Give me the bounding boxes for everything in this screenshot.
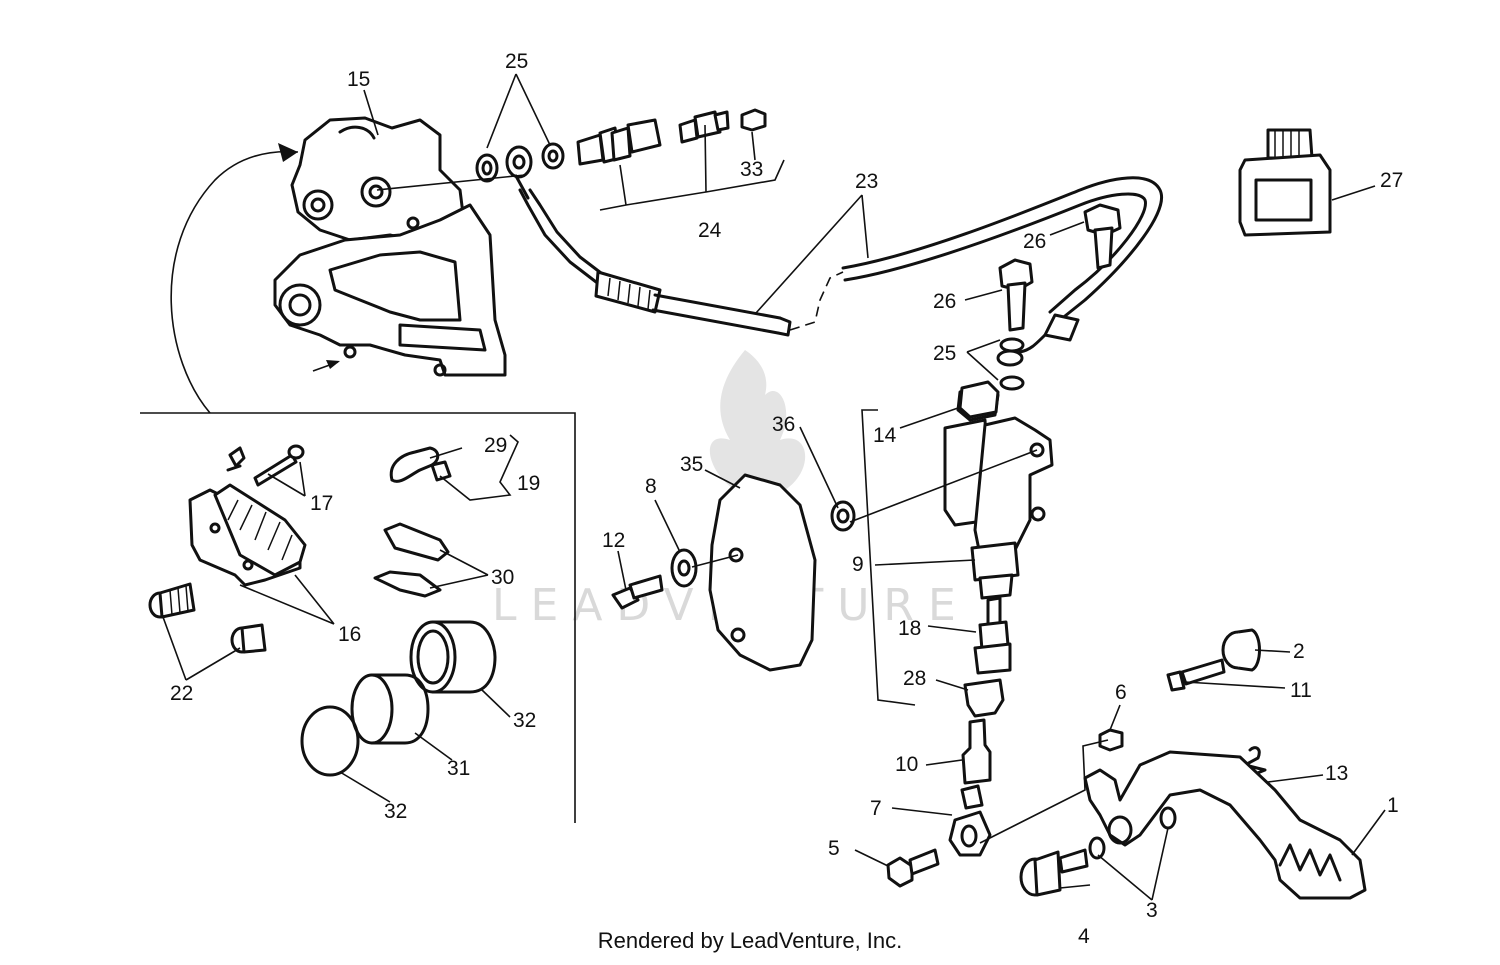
callout-18: 18 <box>898 617 921 640</box>
heat-shield <box>708 473 817 672</box>
callout-26-upper: 26 <box>1023 230 1046 253</box>
callout-25-top: 25 <box>505 50 528 73</box>
banjo-washer-1 <box>475 153 499 183</box>
clevis <box>961 718 992 785</box>
callout-28: 28 <box>903 667 926 690</box>
callout-35: 35 <box>680 453 703 476</box>
callout-5: 5 <box>828 837 840 860</box>
dust-boot <box>963 678 1005 718</box>
rubber-stop-2 <box>1221 628 1261 672</box>
callout-8: 8 <box>645 475 657 498</box>
banjo-bolt-26-right <box>1083 203 1122 270</box>
callout-33: 33 <box>740 158 763 181</box>
callout-27: 27 <box>1380 169 1403 192</box>
bleeder-cap <box>740 108 767 132</box>
leader-lines <box>162 73 1386 901</box>
pad-pin-17 <box>226 444 305 487</box>
adapter-fitting <box>610 118 662 162</box>
callout-14: 14 <box>873 424 897 447</box>
callout-19: 19 <box>517 472 540 495</box>
callout-1: 1 <box>1387 794 1399 817</box>
callout-2: 2 <box>1293 640 1305 663</box>
footer-credit: Rendered by LeadVenture, Inc. <box>597 928 903 953</box>
callout-7: 7 <box>870 797 882 820</box>
callout-labels: 15 25 33 24 23 27 26 26 25 14 36 35 8 12… <box>170 50 1403 948</box>
banjo-washer-2 <box>541 142 565 170</box>
banjo-fitting-upper <box>505 145 533 200</box>
brake-hose <box>518 176 1163 354</box>
callout-10: 10 <box>895 753 918 776</box>
piston-seal-32-upper <box>409 620 497 694</box>
cap-nut-14 <box>958 380 1000 419</box>
callout-9: 9 <box>852 553 864 576</box>
brake-pads-16 <box>188 483 307 587</box>
washer-8 <box>670 548 698 588</box>
pushrod <box>973 596 1012 675</box>
brake-fluid-bottle <box>1238 128 1332 237</box>
washers-25-lower <box>996 337 1025 391</box>
bolt-12 <box>611 574 664 610</box>
callout-24: 24 <box>698 219 722 242</box>
master-cylinder <box>943 383 1054 600</box>
callout-17: 17 <box>310 492 333 515</box>
callout-4: 4 <box>1078 925 1090 948</box>
nut-6 <box>1098 728 1124 752</box>
callout-32-right: 32 <box>513 709 536 732</box>
clevis-pin-fitting <box>948 784 992 857</box>
caliper-inset-frame <box>140 143 576 823</box>
caliper-mount-arrowhead <box>326 360 340 369</box>
washer-36 <box>830 500 856 532</box>
piston-31 <box>350 673 430 745</box>
pad-springs-30 <box>373 522 450 598</box>
brake-pedal <box>1083 750 1367 900</box>
callout-3: 3 <box>1146 899 1158 922</box>
master-cylinder-bracket <box>861 409 916 706</box>
callout-13: 13 <box>1325 762 1348 785</box>
callout-16: 16 <box>338 623 361 646</box>
slide-pins-22 <box>148 582 267 654</box>
callout-15: 15 <box>347 68 370 91</box>
callout-23: 23 <box>855 170 878 193</box>
callout-12: 12 <box>602 529 625 552</box>
callout-6: 6 <box>1115 681 1127 704</box>
callout-30: 30 <box>491 566 514 589</box>
pedal-pivot-bolt-4 <box>1019 848 1089 897</box>
caliper-bracket <box>273 203 507 377</box>
callout-26-lower: 26 <box>933 290 956 313</box>
callout-32-bottom: 32 <box>384 800 407 823</box>
banjo-bolt-26-left <box>998 258 1034 332</box>
bolt-5 <box>886 848 940 888</box>
caliper-body <box>290 116 467 242</box>
callout-31: 31 <box>447 757 470 780</box>
screw-11 <box>1166 658 1226 692</box>
callout-25-right: 25 <box>933 342 956 365</box>
callout-11: 11 <box>1290 679 1312 702</box>
callout-36: 36 <box>772 413 795 436</box>
bleeder-valve <box>678 110 730 144</box>
callout-29: 29 <box>484 434 507 457</box>
callout-22: 22 <box>170 682 193 705</box>
seal-32-lower <box>300 705 360 777</box>
